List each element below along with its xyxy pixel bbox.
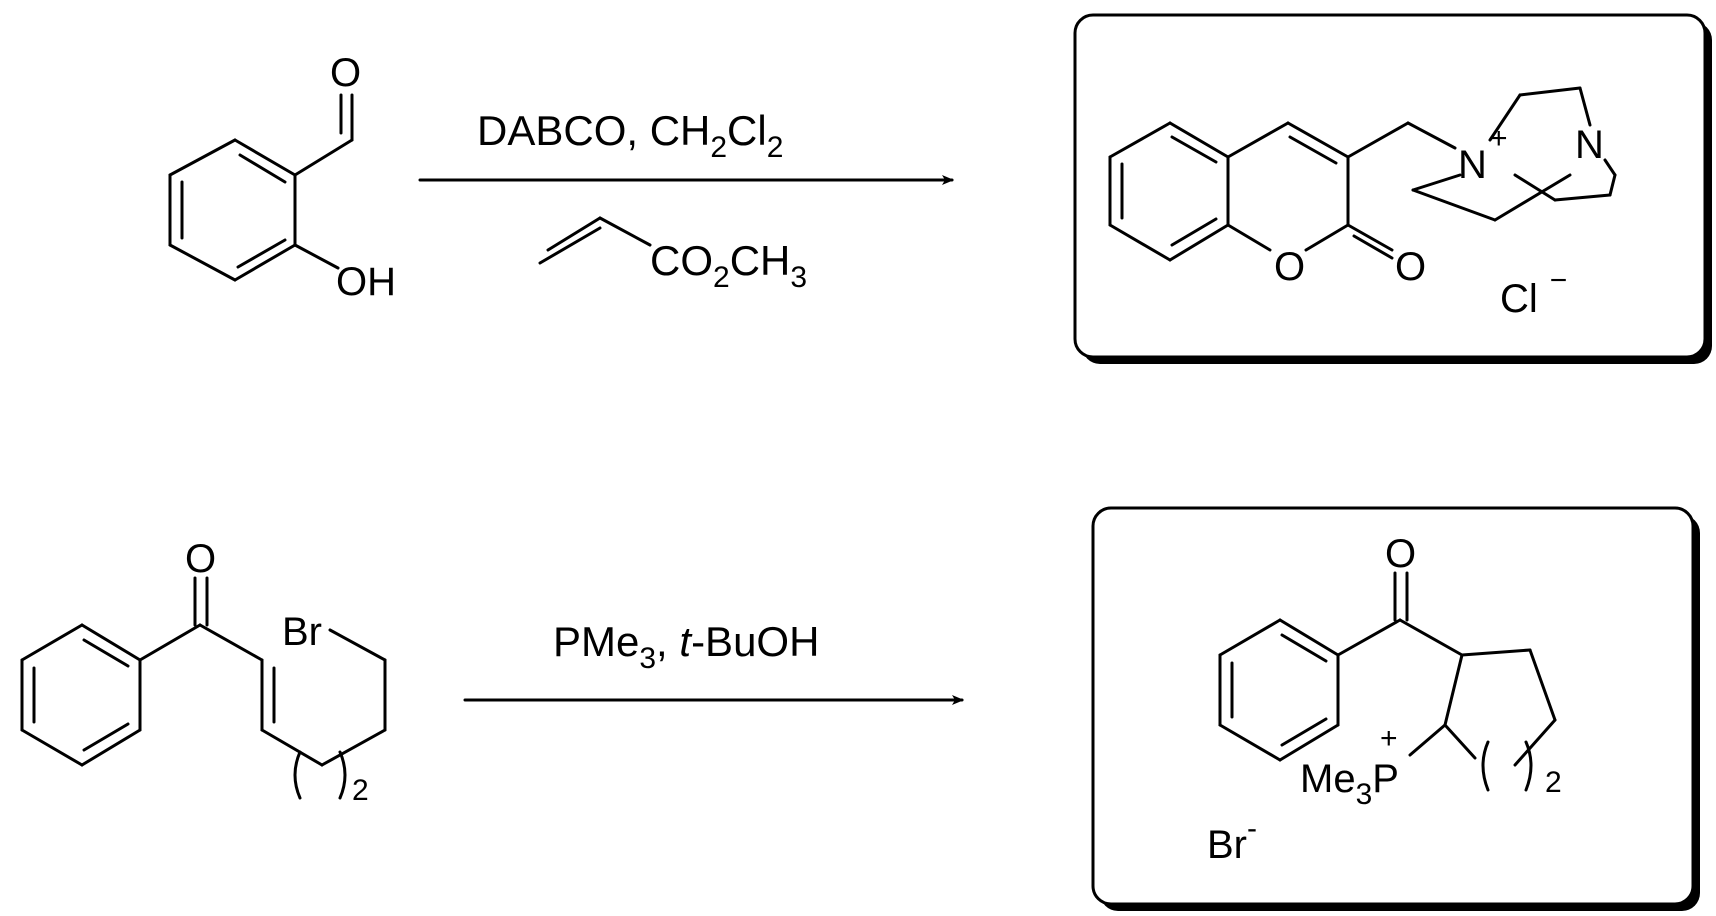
counterion-bromide: Br-	[1207, 812, 1257, 867]
pme-text: PMe	[553, 618, 639, 665]
methyl-acrylate-structure	[538, 216, 652, 265]
cl-text: Cl	[727, 107, 767, 154]
atom-label-o-carbonyl: O	[1395, 245, 1426, 289]
charge-plus: +	[1490, 122, 1508, 155]
ester-label: CO2CH3	[650, 237, 807, 294]
salicylaldehyde-structure	[168, 93, 354, 282]
dabco-text: DABCO, CH	[477, 107, 710, 154]
subscript: 3	[639, 642, 656, 675]
counterion-chloride: Cl−	[1500, 264, 1567, 321]
bromo-enone-structure	[20, 576, 387, 800]
phosphonium-ketone-structure	[1218, 571, 1557, 792]
subscript: 3	[1356, 778, 1373, 811]
ring-count-label: 2	[1545, 766, 1562, 799]
buoh-text: -BuOH	[691, 618, 819, 665]
minus-sign: -	[1247, 812, 1257, 845]
separator-text: ,	[656, 618, 679, 665]
atom-label-br: Br	[282, 610, 322, 654]
me3p-label: Me3P	[1300, 757, 1399, 811]
product-box-2	[1091, 506, 1700, 911]
ch-text: CH	[730, 237, 791, 284]
atom-label-o: O	[185, 537, 216, 581]
atom-label-n-plus: N	[1458, 143, 1487, 187]
charge-plus: +	[1380, 722, 1398, 755]
atom-label-o: O	[1385, 532, 1416, 576]
cl-text: Cl	[1500, 277, 1538, 321]
co-text: CO	[650, 237, 713, 284]
p-text: P	[1372, 757, 1399, 801]
atom-label-oh: OH	[336, 260, 396, 304]
br-text: Br	[1207, 823, 1247, 867]
atom-label-o: O	[330, 51, 361, 95]
minus-sign: −	[1550, 264, 1568, 297]
subscript: 2	[710, 131, 727, 164]
ring-count-label: 2	[352, 774, 369, 807]
subscript: 2	[713, 261, 730, 294]
product-box-1	[1073, 13, 1712, 364]
conditions-label-2: PMe3, t-BuOH	[553, 618, 819, 675]
atom-label-n: N	[1575, 123, 1604, 167]
conditions-label-1: DABCO, CH2Cl2	[477, 107, 783, 164]
subscript: 2	[767, 131, 784, 164]
subscript: 3	[790, 261, 807, 294]
me-text: Me	[1300, 757, 1356, 801]
italic-t: t	[679, 618, 693, 665]
coumarin-dabco-structure	[1108, 86, 1617, 262]
atom-label-o-ring: O	[1274, 245, 1305, 289]
